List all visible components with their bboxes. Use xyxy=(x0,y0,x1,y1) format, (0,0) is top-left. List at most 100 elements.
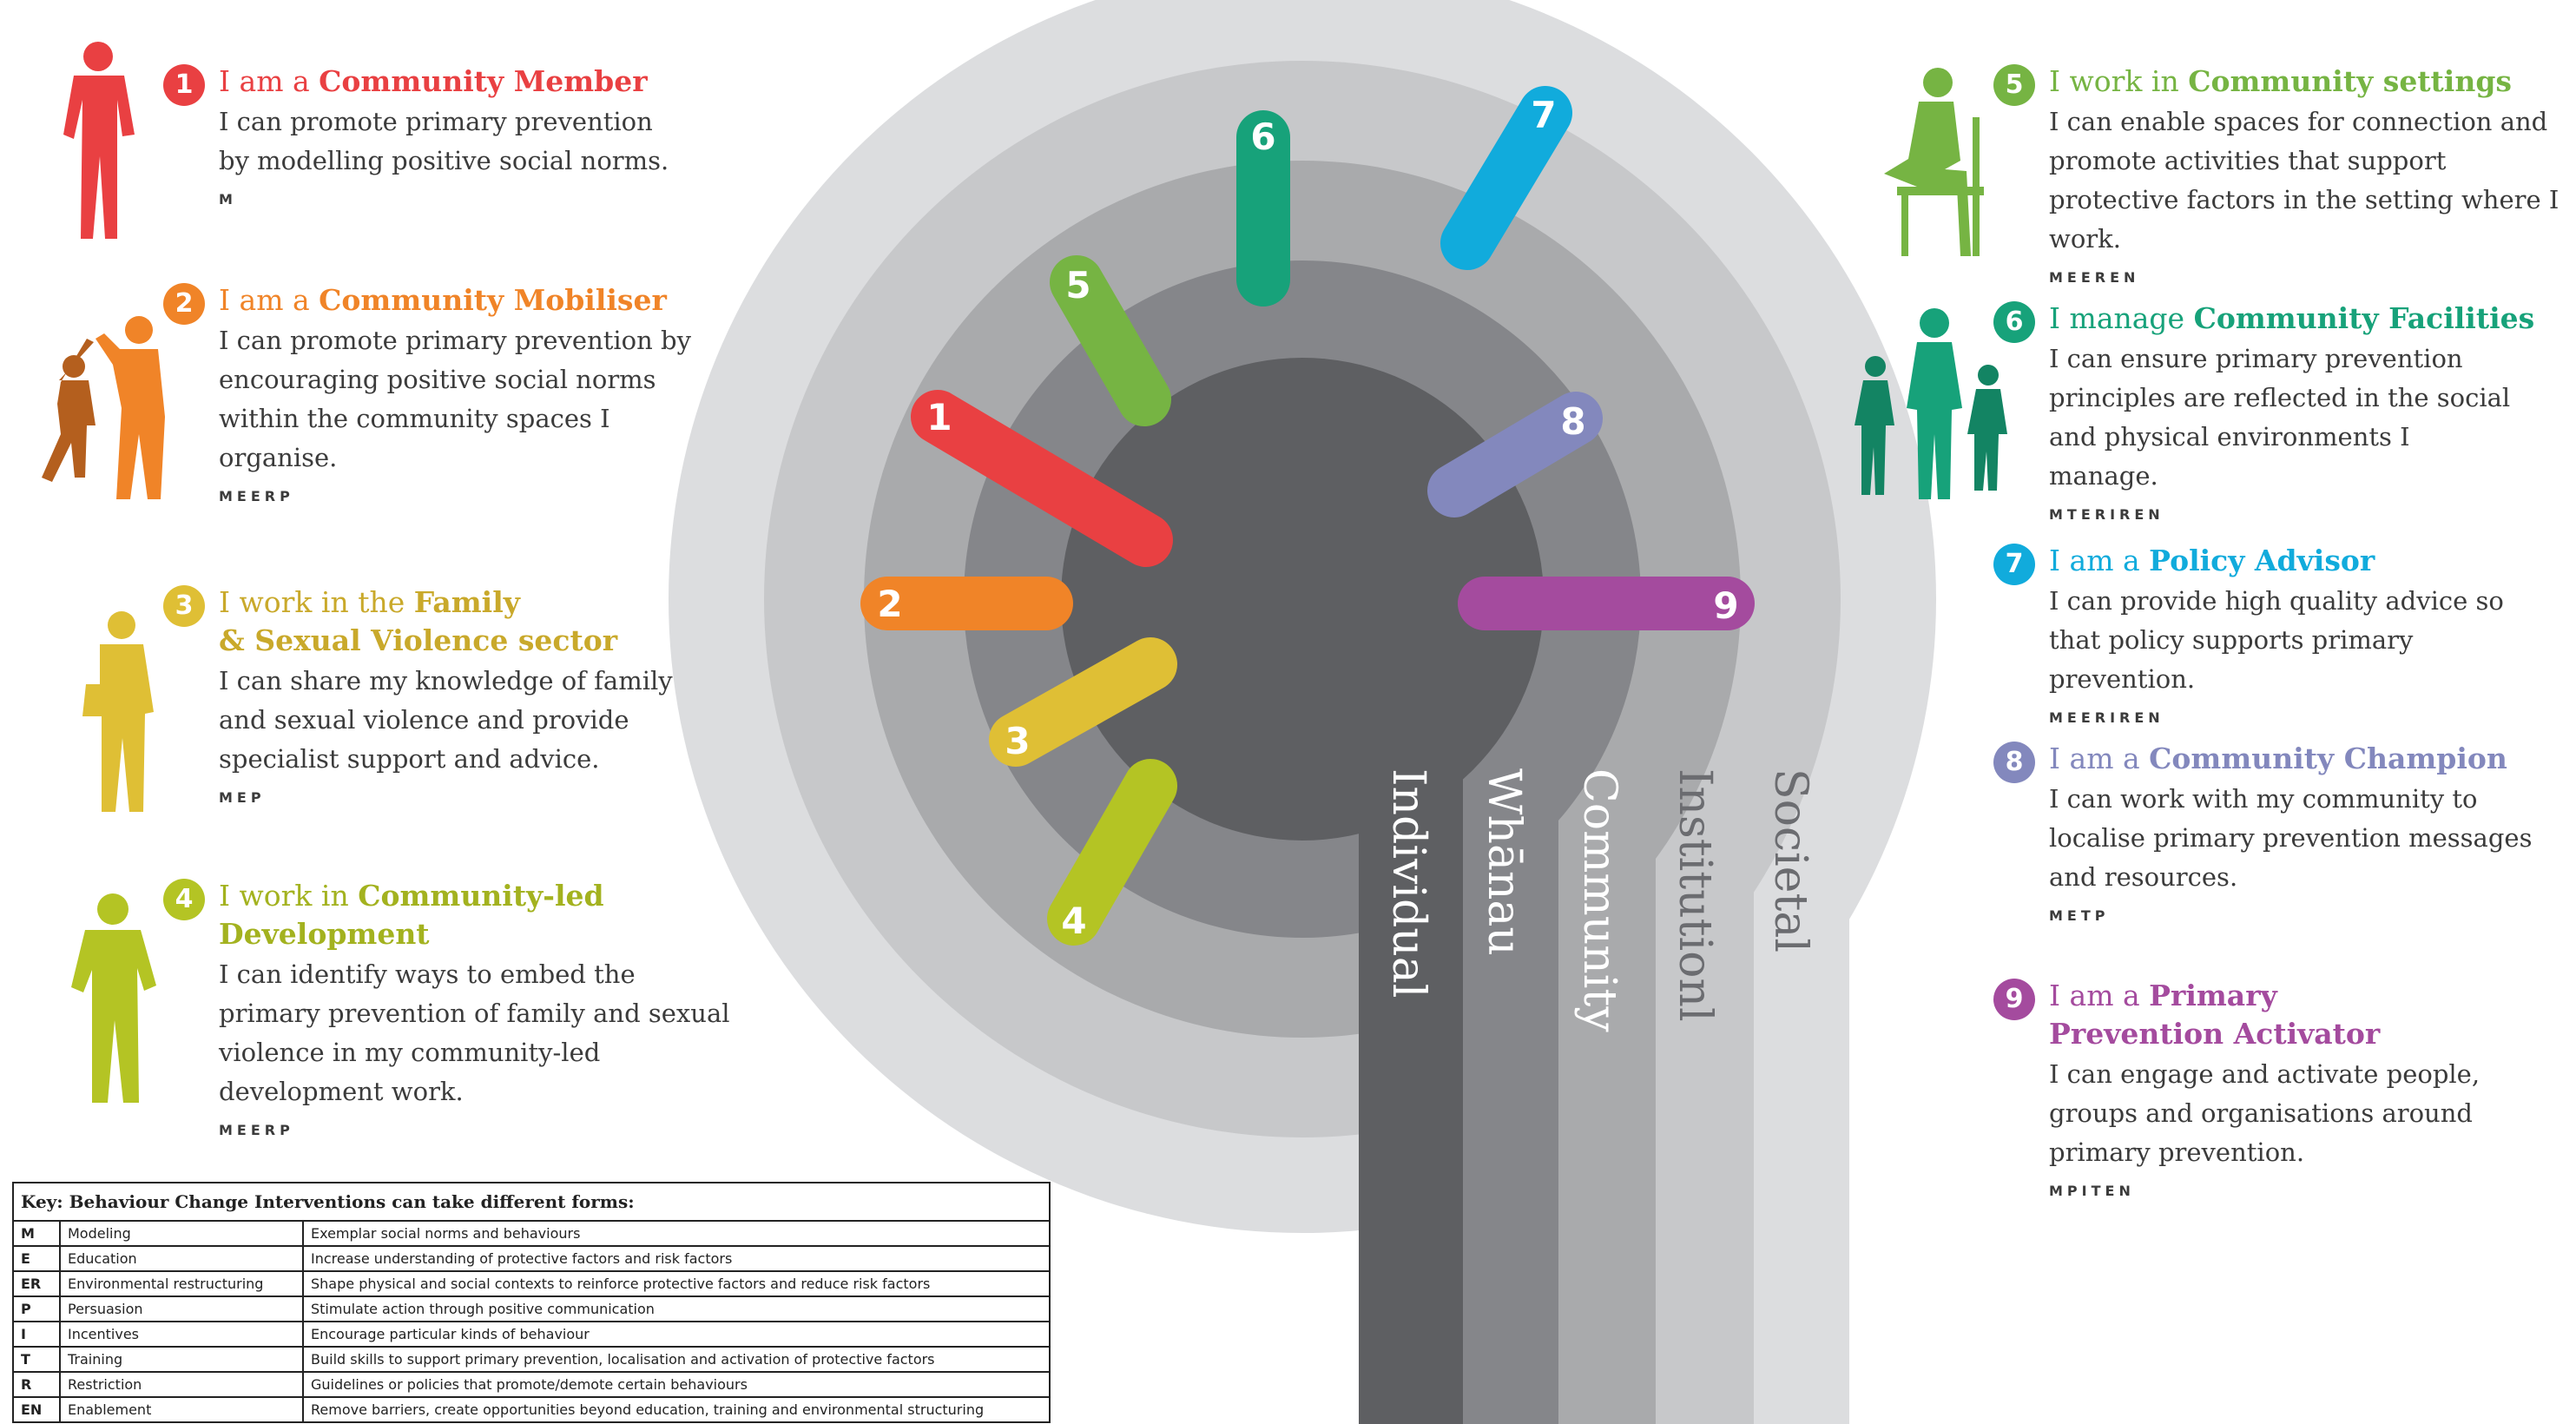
role-card-6: 6 I manage Community Facilities I can en… xyxy=(1993,300,2576,523)
role-number-badge: 5 xyxy=(1993,64,2035,106)
role-heading: I am a Community Champion xyxy=(2049,742,2507,775)
role-description: I can promote primary prevention by enco… xyxy=(219,326,691,472)
spoke-number-3: 3 xyxy=(1005,720,1030,762)
level-label-individual: Individual xyxy=(1382,768,1434,998)
role-card-7: 7 I am a Policy Advisor I can provide hi… xyxy=(1993,542,2576,726)
key-description: Stimulate action through positive commun… xyxy=(302,1295,1051,1322)
role-description: I can ensure primary prevention principl… xyxy=(2049,344,2511,491)
role-heading: I work in Community settings xyxy=(2049,64,2512,98)
key-code: M xyxy=(12,1220,61,1247)
key-description: Encourage particular kinds of behaviour xyxy=(302,1321,1051,1348)
key-description: Shape physical and social contexts to re… xyxy=(302,1270,1051,1297)
role-card-5: 5 I work in Community settings I can ena… xyxy=(1993,63,2576,286)
role-card-3: 3 I work in the Family& Sexual Violence … xyxy=(163,583,827,806)
role-codes: M xyxy=(219,191,237,208)
key-code: ER xyxy=(12,1270,61,1297)
key-form: Environmental restructuring xyxy=(59,1270,304,1297)
role-number-badge: 2 xyxy=(163,283,205,325)
spoke-number-5: 5 xyxy=(1065,264,1090,307)
role-codes: MEEREN xyxy=(2049,269,2140,286)
role-codes: METP xyxy=(2049,907,2110,924)
role-codes: MTERIREN xyxy=(2049,506,2164,523)
spoke-number-4: 4 xyxy=(1061,900,1086,942)
person-icon-4 xyxy=(71,893,156,1103)
person-icon-6 xyxy=(1855,308,2007,499)
spoke-7 xyxy=(1440,86,1572,270)
key-code: T xyxy=(12,1346,61,1373)
role-card-1: 1 I am a Community Member I can promote … xyxy=(163,63,827,208)
role-number-badge: 6 xyxy=(1993,301,2035,343)
role-description: I can identify ways to embed the primary… xyxy=(219,959,730,1106)
column-individual xyxy=(1359,599,1463,1424)
level-label-community: Community xyxy=(1573,768,1625,1032)
interventions-key-table: Key: Behaviour Change Interventions can … xyxy=(12,1182,1051,1423)
key-description: Build skills to support primary preventi… xyxy=(302,1346,1051,1373)
role-heading: I am a Policy Advisor xyxy=(2049,544,2375,577)
role-number-badge: 4 xyxy=(163,879,205,920)
role-heading: I manage Community Facilities xyxy=(2049,301,2535,335)
role-number-badge: 3 xyxy=(163,585,205,627)
person-icon-1 xyxy=(63,42,135,239)
spoke-number-9: 9 xyxy=(1713,584,1738,627)
role-codes: MEP xyxy=(219,789,266,806)
key-description: Remove barriers, create opportunities be… xyxy=(302,1396,1051,1423)
role-codes: MEERIREN xyxy=(2049,709,2164,726)
role-number-badge: 1 xyxy=(163,64,205,106)
role-description: I can engage and activate people, groups… xyxy=(2049,1059,2480,1167)
key-code: E xyxy=(12,1245,61,1272)
role-number-badge: 9 xyxy=(1993,979,2035,1020)
key-title-row: Key: Behaviour Change Interventions can … xyxy=(12,1182,1051,1222)
key-form: Training xyxy=(59,1346,304,1373)
spoke-number-8: 8 xyxy=(1560,400,1585,443)
key-form: Modeling xyxy=(59,1220,304,1247)
person-icon-5 xyxy=(1884,68,1984,256)
role-codes: MPITEN xyxy=(2049,1183,2135,1199)
spoke-8 xyxy=(1427,392,1603,518)
role-description: I can provide high quality advice so tha… xyxy=(2049,586,2504,694)
role-number-badge: 8 xyxy=(1993,742,2035,783)
spoke-3 xyxy=(989,637,1177,767)
key-form: Education xyxy=(59,1245,304,1272)
role-card-2: 2 I am a Community Mobiliser I can promo… xyxy=(163,281,827,504)
role-description: I can work with my community to localise… xyxy=(2049,784,2533,892)
key-code: I xyxy=(12,1321,61,1348)
spoke-number-2: 2 xyxy=(877,583,902,625)
key-form: Restriction xyxy=(59,1371,304,1398)
key-code: R xyxy=(12,1371,61,1398)
key-title: Key: Behaviour Change Interventions can … xyxy=(12,1182,1051,1222)
role-description: I can promote primary prevention by mode… xyxy=(219,107,669,175)
key-form: Enablement xyxy=(59,1396,304,1423)
role-codes: MEERP xyxy=(219,1122,294,1138)
level-label-whanau: Whānau xyxy=(1478,768,1530,956)
role-description: I can share my knowledge of family and s… xyxy=(219,666,673,774)
role-heading: I work in the Family& Sexual Violence se… xyxy=(219,585,618,657)
role-codes: MEERP xyxy=(219,488,294,504)
key-description: Exemplar social norms and behaviours xyxy=(302,1220,1051,1247)
spoke-number-1: 1 xyxy=(926,396,952,438)
key-code: EN xyxy=(12,1396,61,1423)
spoke-5 xyxy=(1050,255,1171,426)
level-label-institutional: Institutionl xyxy=(1669,768,1721,1022)
role-heading: I am a Community Member xyxy=(219,64,648,98)
role-heading: I am a Community Mobiliser xyxy=(219,283,667,317)
key-description: Guidelines or policies that promote/demo… xyxy=(302,1371,1051,1398)
key-form: Persuasion xyxy=(59,1295,304,1322)
person-icon-2 xyxy=(42,316,165,499)
key-description: Increase understanding of protective fac… xyxy=(302,1245,1051,1272)
key-code: P xyxy=(12,1295,61,1322)
person-icon-3 xyxy=(82,611,154,812)
spoke-number-6: 6 xyxy=(1250,115,1275,158)
role-description: I can enable spaces for connection and p… xyxy=(2049,107,2560,254)
